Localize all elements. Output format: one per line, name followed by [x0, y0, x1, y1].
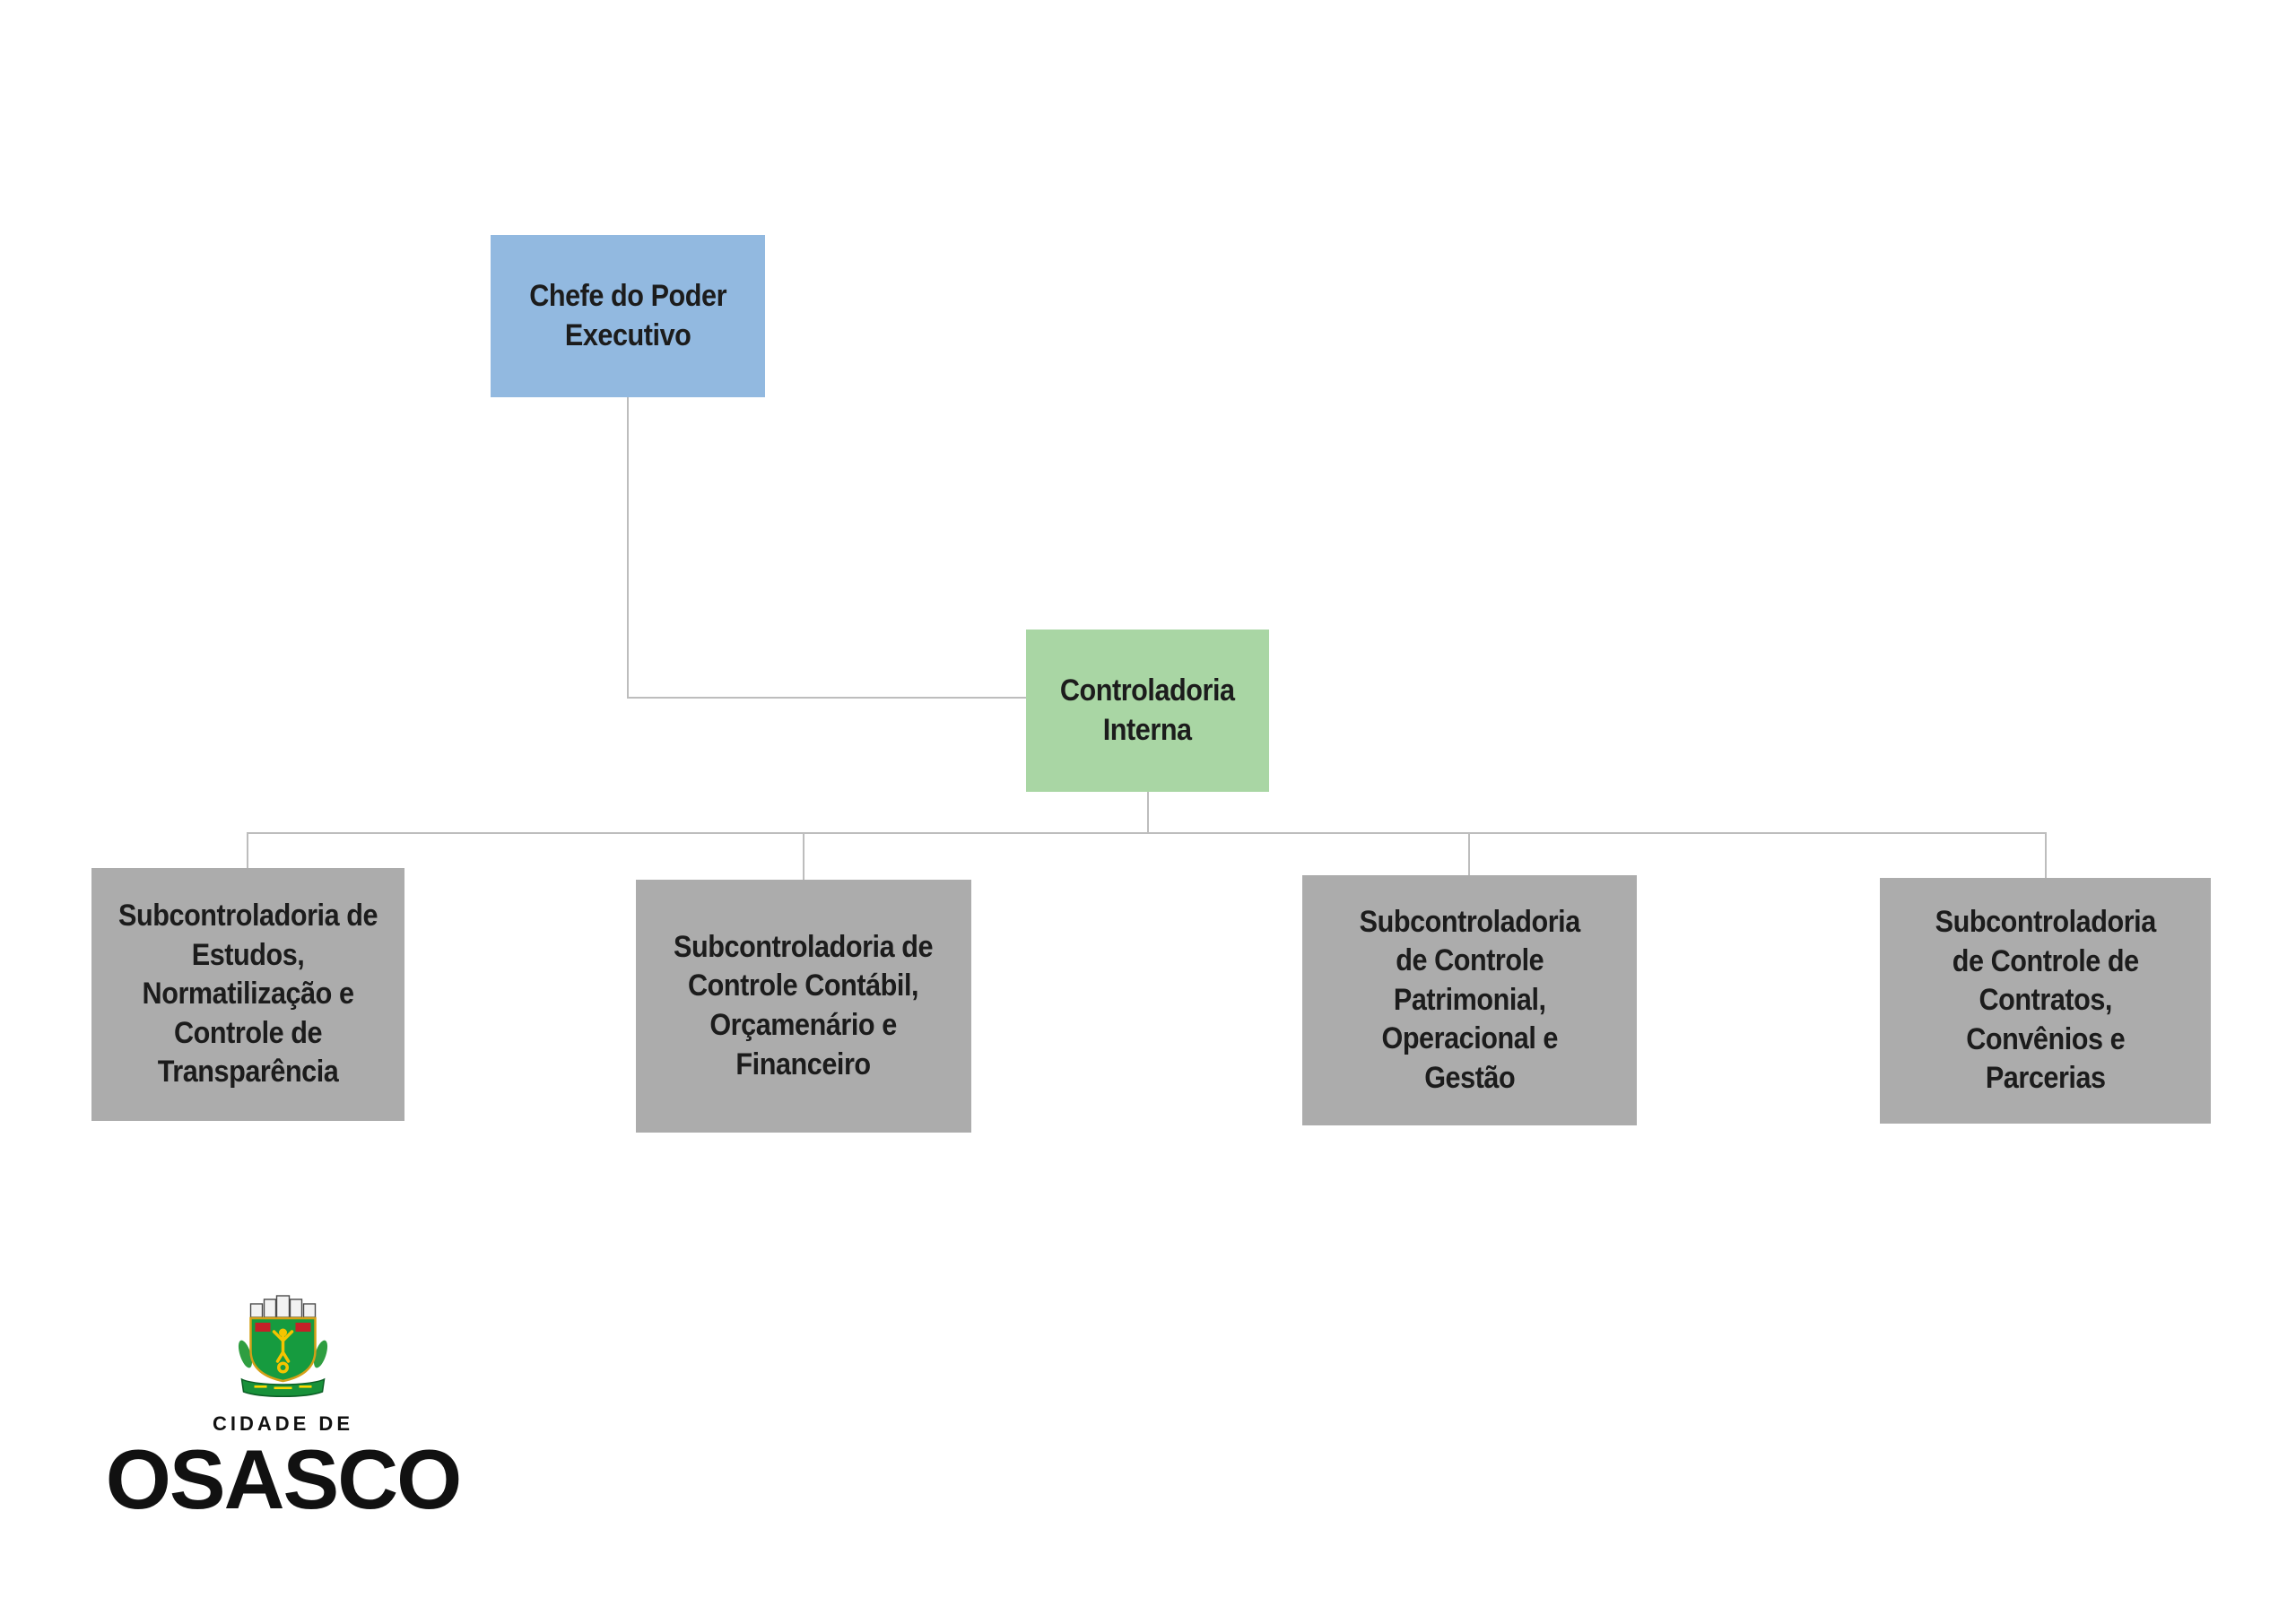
org-box-subcontroladoria-contratos-convenios-parcerias: Subcontroladoria de Controle de Contrato… [1880, 878, 2211, 1124]
connector-level2-vertical [1147, 792, 1149, 834]
connector-root-vertical [627, 397, 629, 699]
connector-drop-child-4 [2045, 832, 2047, 880]
logo-osasco-wordmark: OSASCO [105, 1432, 462, 1526]
org-box-subcontroladoria-estudos-normatilizacao-transparencia: Subcontroladoria de Estudos, Normatiliza… [91, 868, 404, 1121]
osasco-coat-of-arms-icon [238, 1295, 328, 1397]
connector-drop-child-2 [803, 832, 804, 881]
osasco-logo: CIDADE DE OSASCO [105, 1293, 462, 1526]
org-box-subcontroladoria-contabil-orcamenario-financeiro: Subcontroladoria de Controle Contábil, O… [636, 880, 971, 1133]
org-box-chefe-do-poder-executivo: Chefe do Poder Executivo [491, 235, 765, 397]
org-box-controladoria-interna: Controladoria Interna [1026, 630, 1269, 792]
connector-children-horizontal [248, 832, 2047, 834]
org-box-label: Controladoria Interna [1060, 673, 1235, 747]
org-box-label: Chefe do Poder Executivo [529, 278, 726, 352]
logo-cidade-de-label: CIDADE DE [212, 1412, 353, 1435]
connector-root-to-level2-horizontal [627, 697, 1028, 699]
connector-drop-child-1 [247, 832, 248, 870]
connector-drop-child-3 [1468, 832, 1470, 877]
org-box-label: Subcontroladoria de Controle Contábil, O… [674, 929, 934, 1081]
org-box-label: Subcontroladoria de Estudos, Normatiliza… [118, 899, 378, 1090]
org-box-subcontroladoria-patrimonial-operacional-gestao: Subcontroladoria de Controle Patrimonial… [1302, 875, 1637, 1125]
org-box-label: Subcontroladoria de Controle Patrimonial… [1359, 904, 1580, 1095]
org-box-label: Subcontroladoria de Controle de Contrato… [1935, 905, 2156, 1096]
